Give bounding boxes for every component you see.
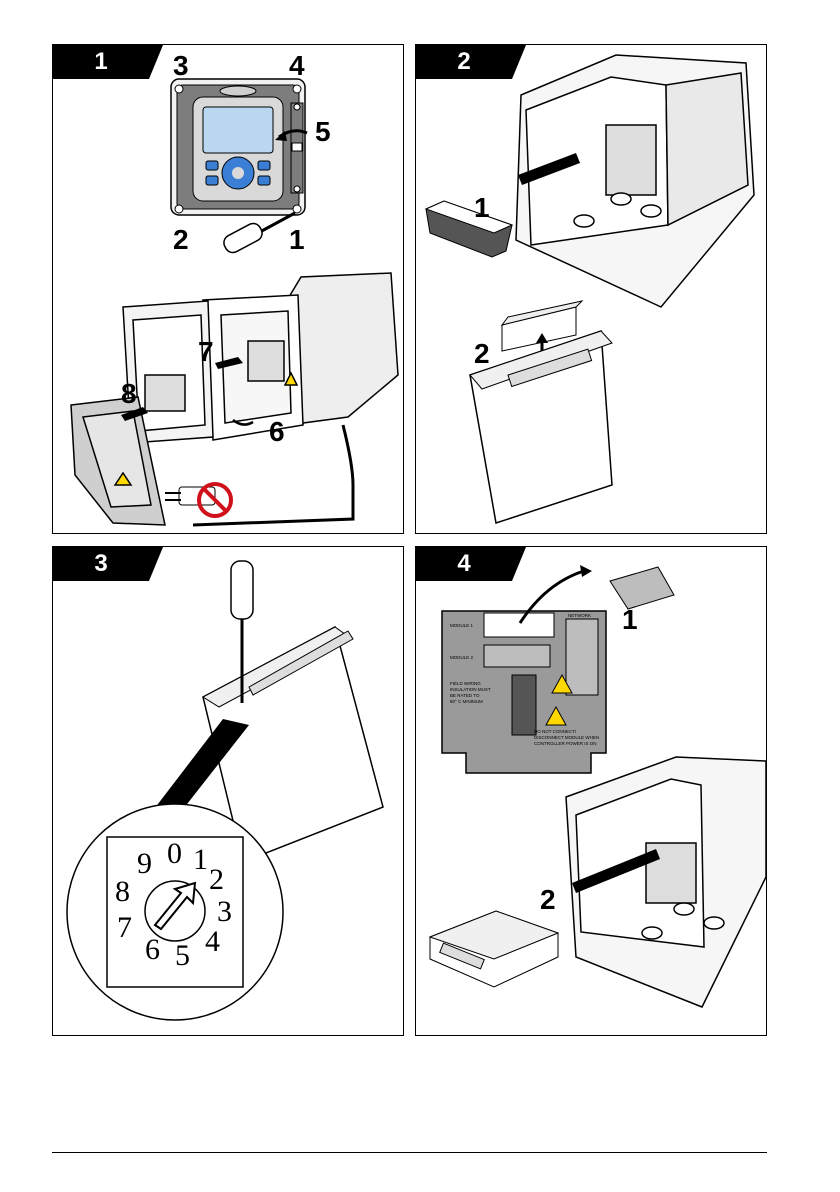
svg-text:2: 2 [209, 863, 224, 896]
svg-text:8: 8 [115, 875, 130, 908]
step-1-panel: 1 [52, 44, 404, 534]
no-power-icon [165, 484, 231, 516]
step-4-illustration: MODULE 1 MODULE 2 NETWORK FIELD WIRING I… [416, 547, 767, 1036]
step-3-panel: 3 0 1 2 3 4 5 6 7 8 9 [52, 546, 404, 1036]
svg-text:7: 7 [117, 911, 132, 944]
svg-text:NETWORK: NETWORK [568, 613, 591, 618]
callout-1: 1 [474, 192, 490, 223]
svg-text:1: 1 [193, 843, 208, 876]
svg-text:80° C MINIMUM: 80° C MINIMUM [450, 699, 483, 704]
svg-text:INSULATION MUST: INSULATION MUST [450, 687, 491, 692]
callout-8: 8 [121, 378, 137, 409]
step-2-panel: 2 1 2 [415, 44, 767, 534]
callout-1: 1 [289, 224, 305, 255]
svg-text:0: 0 [167, 837, 182, 870]
callout-5: 5 [315, 116, 331, 147]
display-screen [203, 107, 273, 153]
svg-text:BE RATED TO: BE RATED TO [450, 693, 480, 698]
rotary-address-switch: 0 1 2 3 4 5 6 7 8 9 [67, 804, 283, 1020]
callout-2: 2 [173, 224, 189, 255]
step-3-illustration: 0 1 2 3 4 5 6 7 8 9 [53, 547, 404, 1036]
footer-rule [52, 1152, 767, 1153]
svg-text:5: 5 [175, 939, 190, 972]
callout-3: 3 [173, 50, 189, 81]
svg-text:CONTROLLER POWER IS ON: CONTROLLER POWER IS ON [534, 741, 597, 746]
callout-1: 1 [622, 604, 638, 635]
module-box [470, 331, 612, 523]
controller-front [171, 79, 305, 215]
svg-text:FIELD WIRING: FIELD WIRING [450, 681, 481, 686]
module-box [430, 911, 558, 987]
plug-cover [426, 201, 512, 257]
step-2-illustration: 1 2 [416, 45, 767, 534]
callout-6: 6 [269, 416, 285, 447]
callout-2: 2 [474, 338, 490, 369]
svg-text:6: 6 [145, 933, 160, 966]
screwdriver-icon [221, 213, 295, 255]
knockout-plate [610, 567, 674, 609]
svg-text:9: 9 [137, 847, 152, 880]
svg-text:DO NOT CONNECT/: DO NOT CONNECT/ [534, 729, 577, 734]
step-1-illustration: 1 2 3 4 5 6 7 8 [53, 45, 404, 534]
svg-text:3: 3 [217, 895, 232, 928]
step-4-panel: 4 MODULE 1 MODULE 2 NETWORK FIELD WIRING… [415, 546, 767, 1036]
callout-7: 7 [198, 336, 214, 367]
module-cover: MODULE 1 MODULE 2 NETWORK FIELD WIRING I… [442, 611, 606, 773]
svg-text:4: 4 [205, 925, 220, 958]
callout-4: 4 [289, 50, 305, 81]
callout-2: 2 [540, 884, 556, 915]
open-enclosure [516, 55, 754, 307]
svg-text:DISCONNECT MODULE WHEN: DISCONNECT MODULE WHEN [534, 735, 599, 740]
svg-text:MODULE 1: MODULE 1 [450, 623, 474, 628]
svg-text:MODULE 2: MODULE 2 [450, 655, 474, 660]
